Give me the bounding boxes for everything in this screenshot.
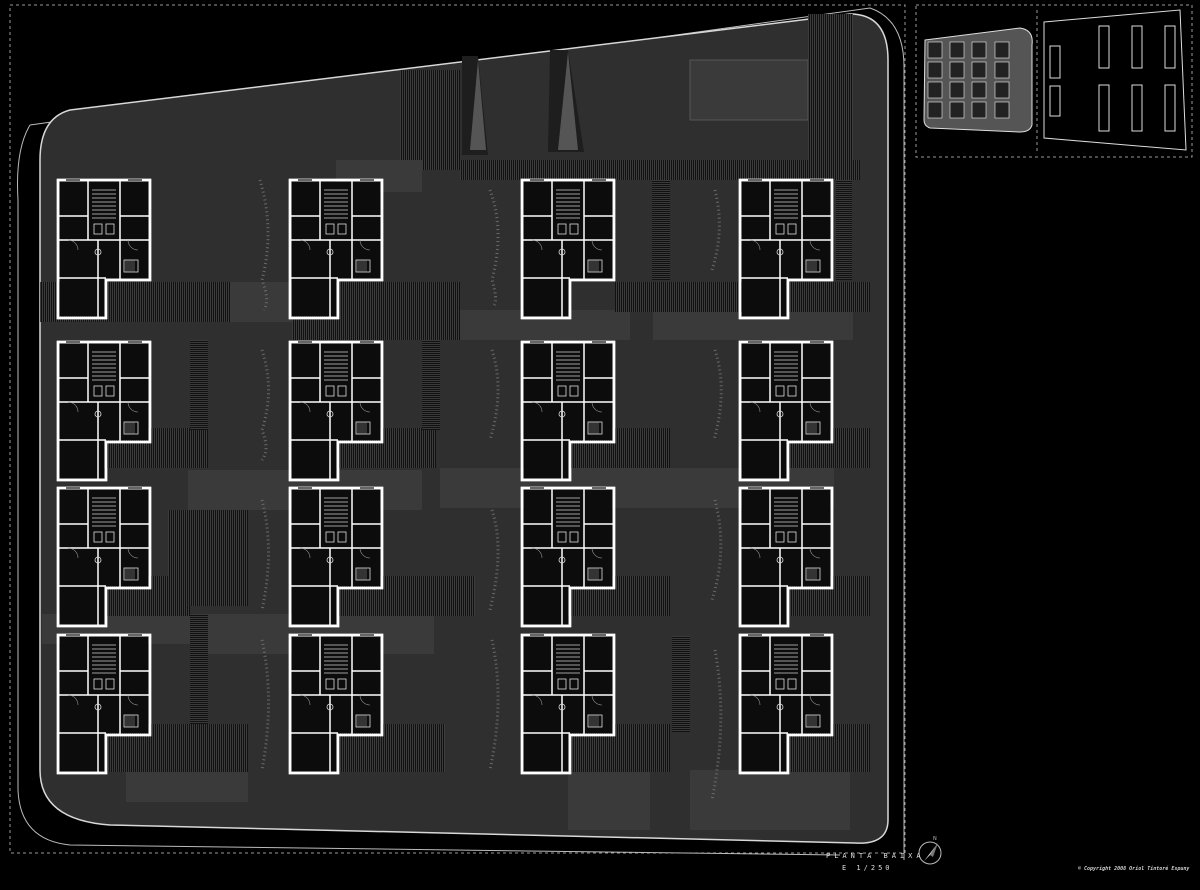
site-outer-boundary	[29, 7, 905, 860]
key-plan-frame	[915, 4, 1193, 158]
key-plan-unit	[971, 41, 987, 59]
plan-title: PLANTA BAIXA	[826, 852, 925, 860]
housing-unit	[56, 633, 152, 775]
housing-unit	[288, 633, 384, 775]
key-plan-unit	[994, 61, 1010, 79]
key-plan-unit	[994, 41, 1010, 59]
north-plaza	[689, 59, 809, 121]
housing-unit	[288, 486, 384, 628]
ramp-spike-1	[470, 60, 486, 150]
site-boundary-curve	[17, 124, 841, 856]
key-plan-unit	[971, 61, 987, 79]
access-ramp	[400, 70, 460, 170]
key-plan-unit	[994, 81, 1010, 99]
housing-unit	[56, 178, 152, 320]
key-plan-unit	[927, 101, 943, 119]
housing-unit	[520, 178, 616, 320]
garden-paths	[258, 179, 723, 801]
ramp-spike-2	[558, 52, 578, 150]
key-plan-unit	[949, 101, 965, 119]
key-plan-unit	[927, 41, 943, 59]
housing-unit	[288, 340, 384, 482]
housing-unit	[56, 486, 152, 628]
key-plan-unit	[927, 81, 943, 99]
key-plan-unit	[971, 81, 987, 99]
housing-unit	[738, 633, 834, 775]
sheet-frame	[9, 4, 906, 854]
location-key-plan	[923, 9, 1187, 151]
key-plan-unit	[971, 101, 987, 119]
housing-unit	[738, 486, 834, 628]
key-plan-unit	[994, 101, 1010, 119]
north-arrow-icon: N	[918, 836, 942, 865]
key-plan-unit	[949, 41, 965, 59]
housing-units	[56, 178, 834, 775]
key-plan-unit	[949, 81, 965, 99]
key-plan-unit	[927, 61, 943, 79]
plan-scale: E 1/250	[842, 864, 893, 872]
housing-unit	[520, 633, 616, 775]
housing-unit	[738, 340, 834, 482]
svg-text:N: N	[933, 836, 937, 842]
housing-unit	[520, 486, 616, 628]
copyright-notice: © Copyright 2008 Oriol Tintoré Espuny	[1078, 866, 1190, 872]
east-deck	[808, 14, 853, 179]
key-plan-unit	[949, 61, 965, 79]
housing-unit	[56, 340, 152, 482]
housing-unit	[288, 178, 384, 320]
housing-unit	[520, 340, 616, 482]
north-deck	[460, 160, 860, 180]
housing-unit	[738, 178, 834, 320]
